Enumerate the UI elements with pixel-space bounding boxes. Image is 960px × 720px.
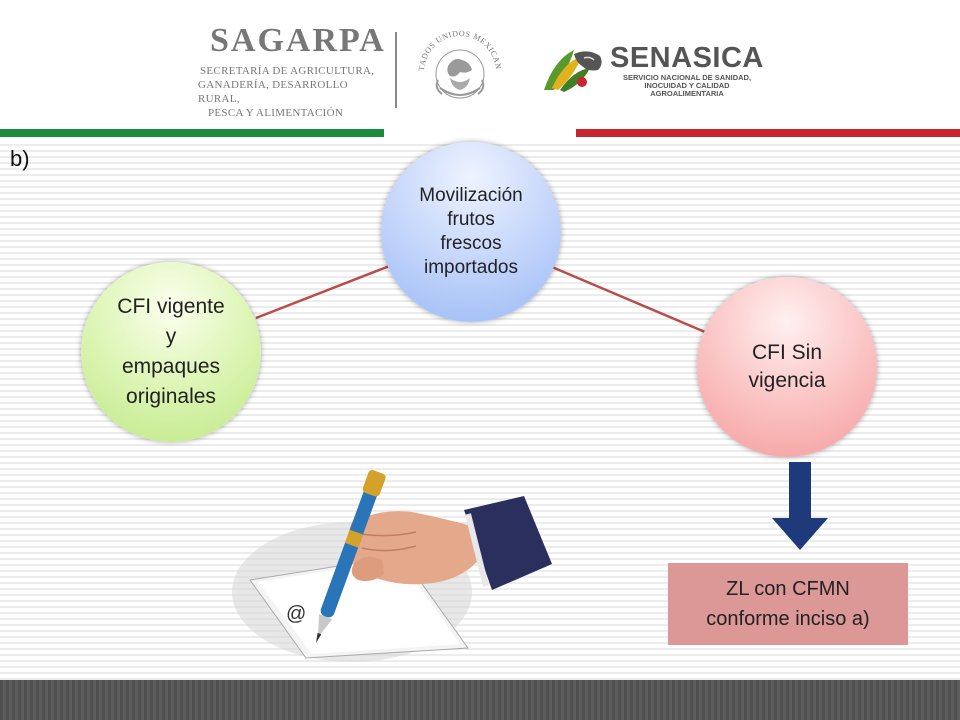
header-stripe-red: [576, 129, 960, 137]
senasica-subtitle: SERVICIO NACIONAL DE SANIDAD, INOCUIDAD …: [612, 74, 762, 98]
down-arrow-icon: [772, 462, 828, 550]
node-text-line: vigencia: [748, 369, 826, 392]
slide-label: b): [10, 146, 30, 171]
national-seal-icon: ESTADOS UNIDOS MEXICANOS: [410, 22, 502, 99]
sagarpa-subtitle-line: GANADERÍA, DESARROLLO RURAL,: [198, 79, 348, 105]
connector-left: [255, 263, 393, 320]
senasica-subtitle-line: AGROALIMENTARIA: [650, 89, 724, 98]
node-cfi-vigente: CFI vigente y empaques originales: [81, 262, 261, 442]
sagarpa-name: SAGARPA: [210, 22, 386, 59]
bottom-bar: [0, 680, 960, 720]
node-text-line: frutos: [447, 209, 495, 230]
sagarpa-logo: SAGARPA SECRETARÍA DE AGRICULTURA, GANAD…: [198, 22, 390, 120]
node-text-line: CFI Sin: [751, 341, 822, 364]
result-box-line: ZL con CFMN: [726, 578, 850, 600]
sagarpa-subtitle-line: SECRETARÍA DE AGRICULTURA,: [200, 65, 375, 77]
node-text-line: importados: [423, 257, 518, 278]
result-box-line: conforme inciso a): [706, 608, 870, 630]
sagarpa-subtitle: SECRETARÍA DE AGRICULTURA, GANADERÍA, DE…: [198, 64, 390, 120]
header-divider: [395, 32, 397, 108]
result-box: ZL con CFMN conforme inciso a): [668, 563, 908, 645]
senasica-logo: SENASICA SERVICIO NACIONAL DE SANIDAD, I…: [538, 40, 768, 100]
header-stripe-green: [0, 129, 384, 137]
node-cfi-sin-vigencia: CFI Sin vigencia: [697, 277, 877, 457]
node-text-line: y: [165, 325, 177, 348]
node-movilizacion: Movilización frutos frescos importados: [381, 142, 561, 322]
senasica-subtitle-line: INOCUIDAD Y CALIDAD: [644, 81, 730, 90]
node-text-line: frescos: [440, 233, 502, 254]
node-text-line: Movilización: [419, 185, 523, 206]
sagarpa-subtitle-line: PESCA Y ALIMENTACIÓN: [208, 107, 344, 119]
connector-right: [551, 265, 706, 334]
senasica-name: SENASICA: [610, 42, 764, 74]
node-text-line: empaques: [121, 355, 221, 378]
hand-writing-pen-icon: @: [232, 470, 552, 662]
node-text-line: originales: [126, 385, 216, 408]
senasica-subtitle-line: SERVICIO NACIONAL DE SANIDAD,: [622, 73, 752, 82]
senasica-emblem-icon: [544, 50, 602, 92]
node-text-line: CFI vigente: [117, 295, 225, 318]
paper-mark: @: [286, 603, 306, 625]
